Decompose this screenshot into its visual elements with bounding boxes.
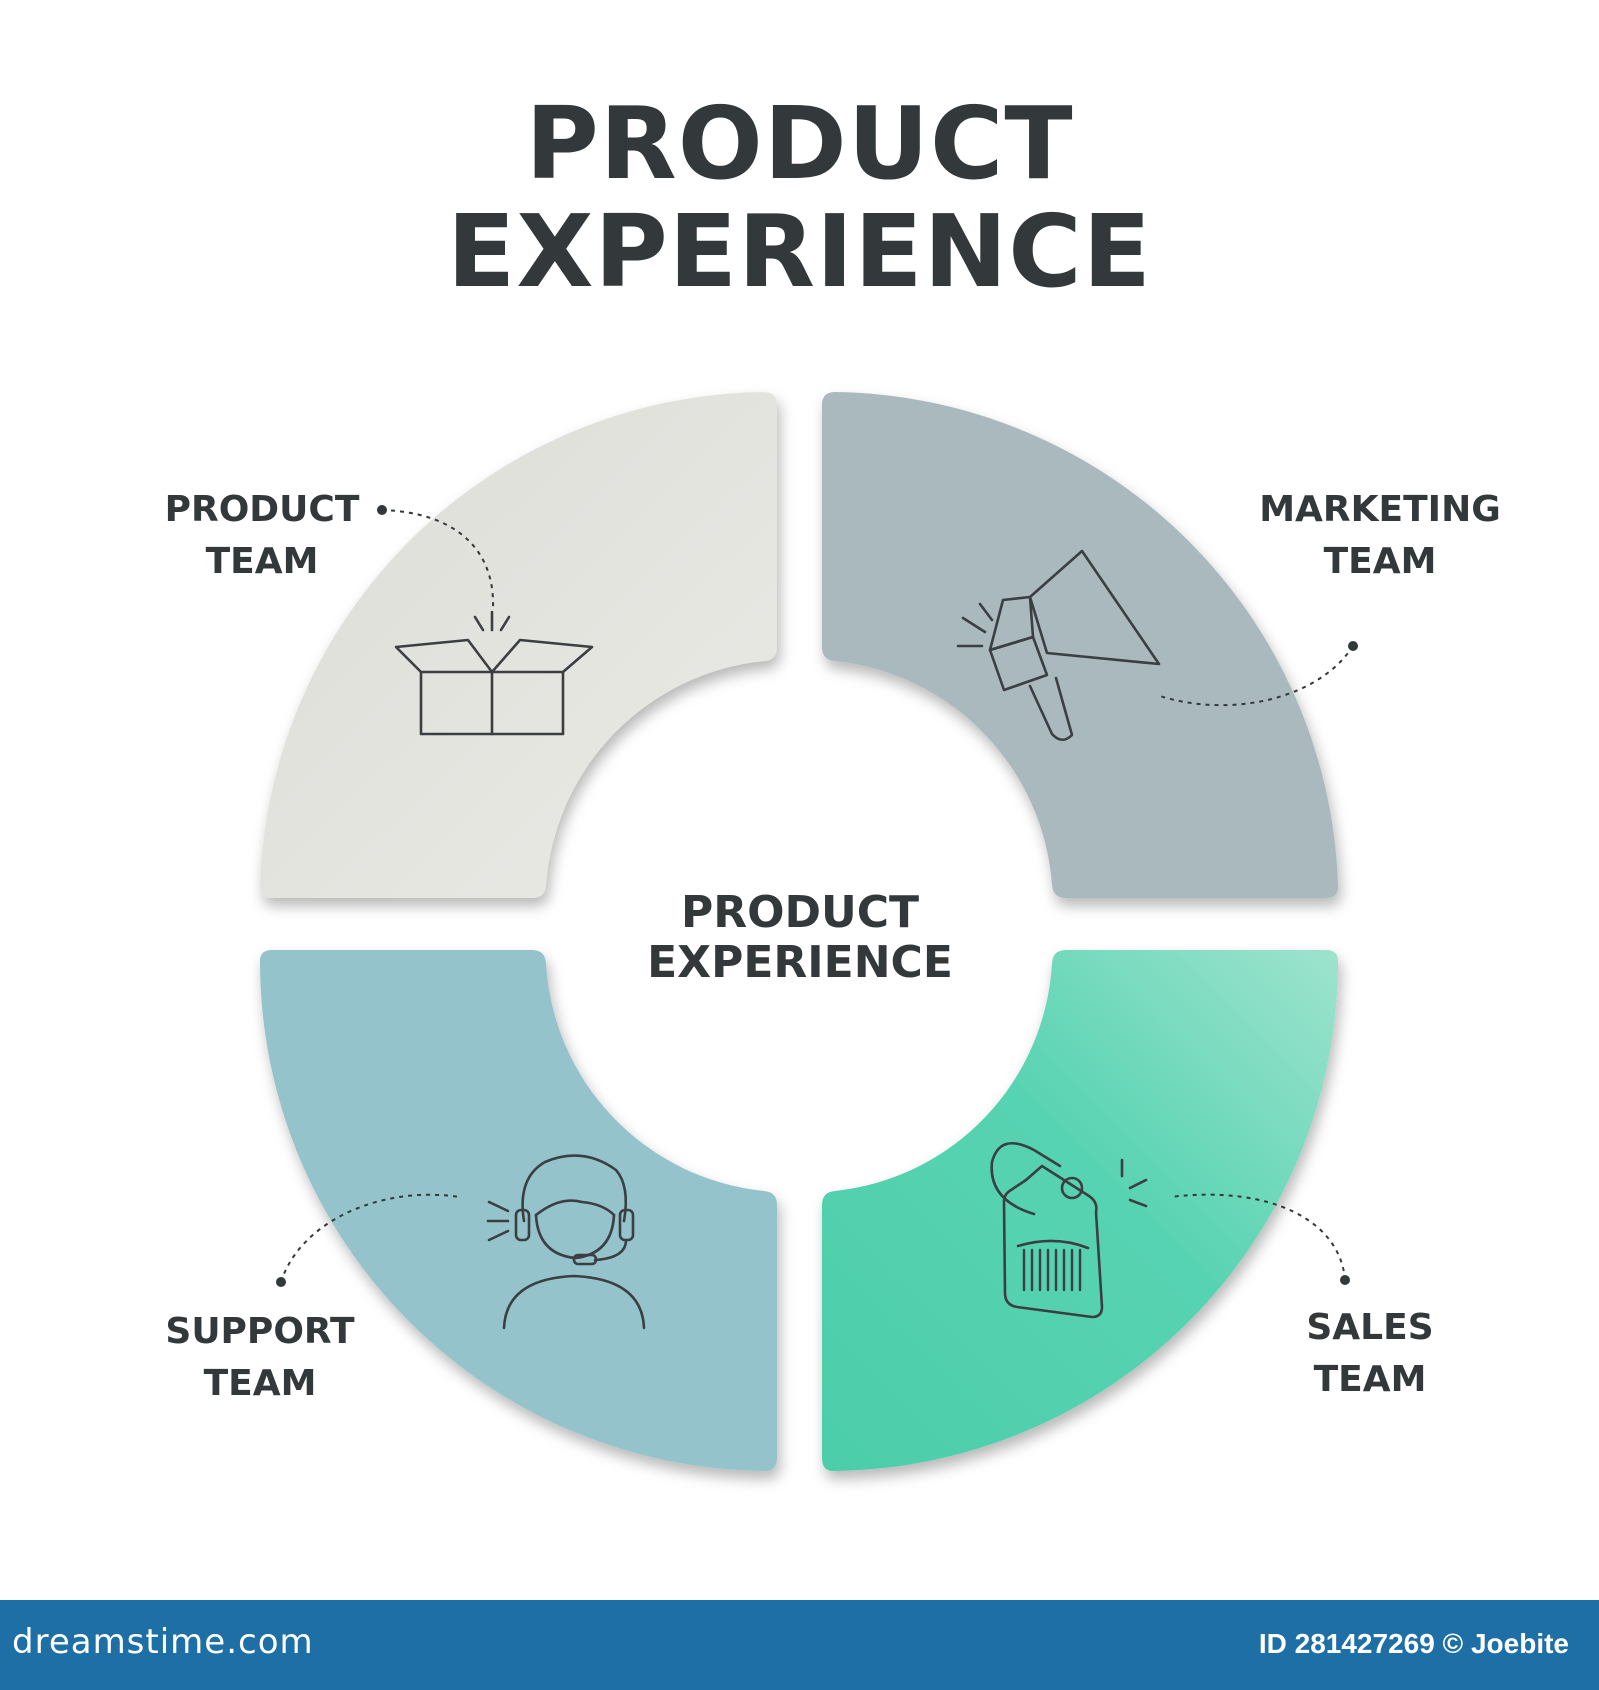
label-support-line-2: TEAM xyxy=(203,1363,317,1404)
center-label-line-1: PRODUCT xyxy=(680,887,920,938)
connector-marketing-team xyxy=(1159,645,1354,707)
product-experience-ring-diagram xyxy=(259,392,1358,1472)
watermark-footer-bar: dreamstime.com ID 281427269 © Joebite xyxy=(0,1600,1599,1690)
label-product-team: PRODUCT TEAM xyxy=(152,484,372,588)
headset-agent-icon xyxy=(486,1154,646,1330)
label-sales-team: SALES TEAM xyxy=(1270,1302,1470,1406)
center-label: PRODUCT EXPERIENCE xyxy=(600,888,1000,988)
connector-dot xyxy=(1340,1275,1350,1285)
title-line-2: EXPERIENCE xyxy=(447,193,1152,310)
label-marketing-line-2: TEAM xyxy=(1323,541,1437,582)
segment-sales-team xyxy=(822,950,1339,1472)
label-sales-line-2: TEAM xyxy=(1313,1359,1427,1400)
footer-brand: dreamstime.com xyxy=(12,1622,314,1662)
label-support-team: SUPPORT TEAM xyxy=(150,1306,370,1410)
label-marketing-team: MARKETING TEAM xyxy=(1250,484,1510,588)
connector-dot xyxy=(1348,641,1358,651)
page-title: PRODUCT EXPERIENCE xyxy=(0,90,1599,306)
price-tag-icon xyxy=(990,1141,1148,1319)
connector-dot xyxy=(276,1277,286,1287)
footer-credit: ID 281427269 © Joebite xyxy=(1258,1628,1569,1659)
center-label-line-2: EXPERIENCE xyxy=(647,937,953,988)
open-box-icon xyxy=(394,610,594,736)
connector-sales-team xyxy=(1169,1193,1346,1281)
connector-dot xyxy=(377,505,387,515)
label-product-line-2: TEAM xyxy=(205,541,319,582)
label-product-line-1: PRODUCT xyxy=(164,489,360,530)
segment-marketing-team xyxy=(822,392,1339,898)
segment-product-team xyxy=(259,392,777,898)
connector-support-team xyxy=(280,1193,461,1283)
title-line-1: PRODUCT xyxy=(525,85,1074,202)
megaphone-icon xyxy=(956,549,1161,742)
label-sales-line-1: SALES xyxy=(1306,1307,1434,1348)
label-support-line-1: SUPPORT xyxy=(165,1311,355,1352)
connector-product-team xyxy=(381,509,495,609)
label-marketing-line-1: MARKETING xyxy=(1259,489,1501,530)
